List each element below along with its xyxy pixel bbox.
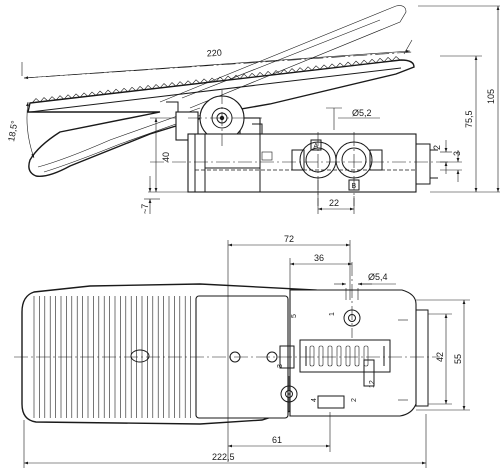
port-label-1: 1 [329, 312, 336, 316]
dim-valve-span: 72 [284, 234, 294, 244]
dim-port-spacing: 22 [329, 198, 339, 208]
dim-width-outer: 55 [453, 354, 463, 364]
pedal-plate [27, 56, 415, 177]
dim-hole-diameter-top: Ø5,4 [368, 272, 388, 282]
top-view: 5 1 3 4 2 12 72 36 Ø5,4 [14, 234, 470, 468]
dim-base-offset: 61 [272, 435, 282, 445]
side-view: A B Ø5,2 220 18,5° 105 75,5 [6, 5, 500, 214]
port-label-a: A [314, 143, 319, 150]
dim-offset-b: 3 [452, 151, 462, 156]
dim-height-total: 105 [486, 89, 496, 104]
port-label-4: 4 [311, 398, 318, 402]
dim-hole-spacing: 36 [314, 253, 324, 263]
dim-valve-height: 40 [161, 152, 171, 162]
dim-width-inner: 42 [435, 352, 445, 362]
port-label-5: 5 [291, 314, 298, 318]
valve-body: A B [187, 133, 438, 193]
port-label-12: 12 [369, 380, 376, 388]
serration-teeth [31, 56, 401, 104]
port-label-2: 2 [351, 398, 358, 402]
valve-slots [309, 345, 369, 367]
dim-pedal-length: 220 [206, 48, 222, 59]
dim-tilt-angle: 18,5° [6, 119, 20, 142]
dim-total-length: 222,5 [212, 452, 235, 462]
dim-offset-a: 2 [432, 145, 442, 150]
port-label-3: 3 [277, 364, 284, 368]
dim-height-hinge: 75,5 [464, 110, 474, 128]
dim-hole-diameter-side: Ø5,2 [352, 108, 372, 118]
valve-body-top: 5 1 3 4 2 12 [277, 289, 429, 417]
dim-offset-bottom: ~7 [140, 204, 150, 214]
